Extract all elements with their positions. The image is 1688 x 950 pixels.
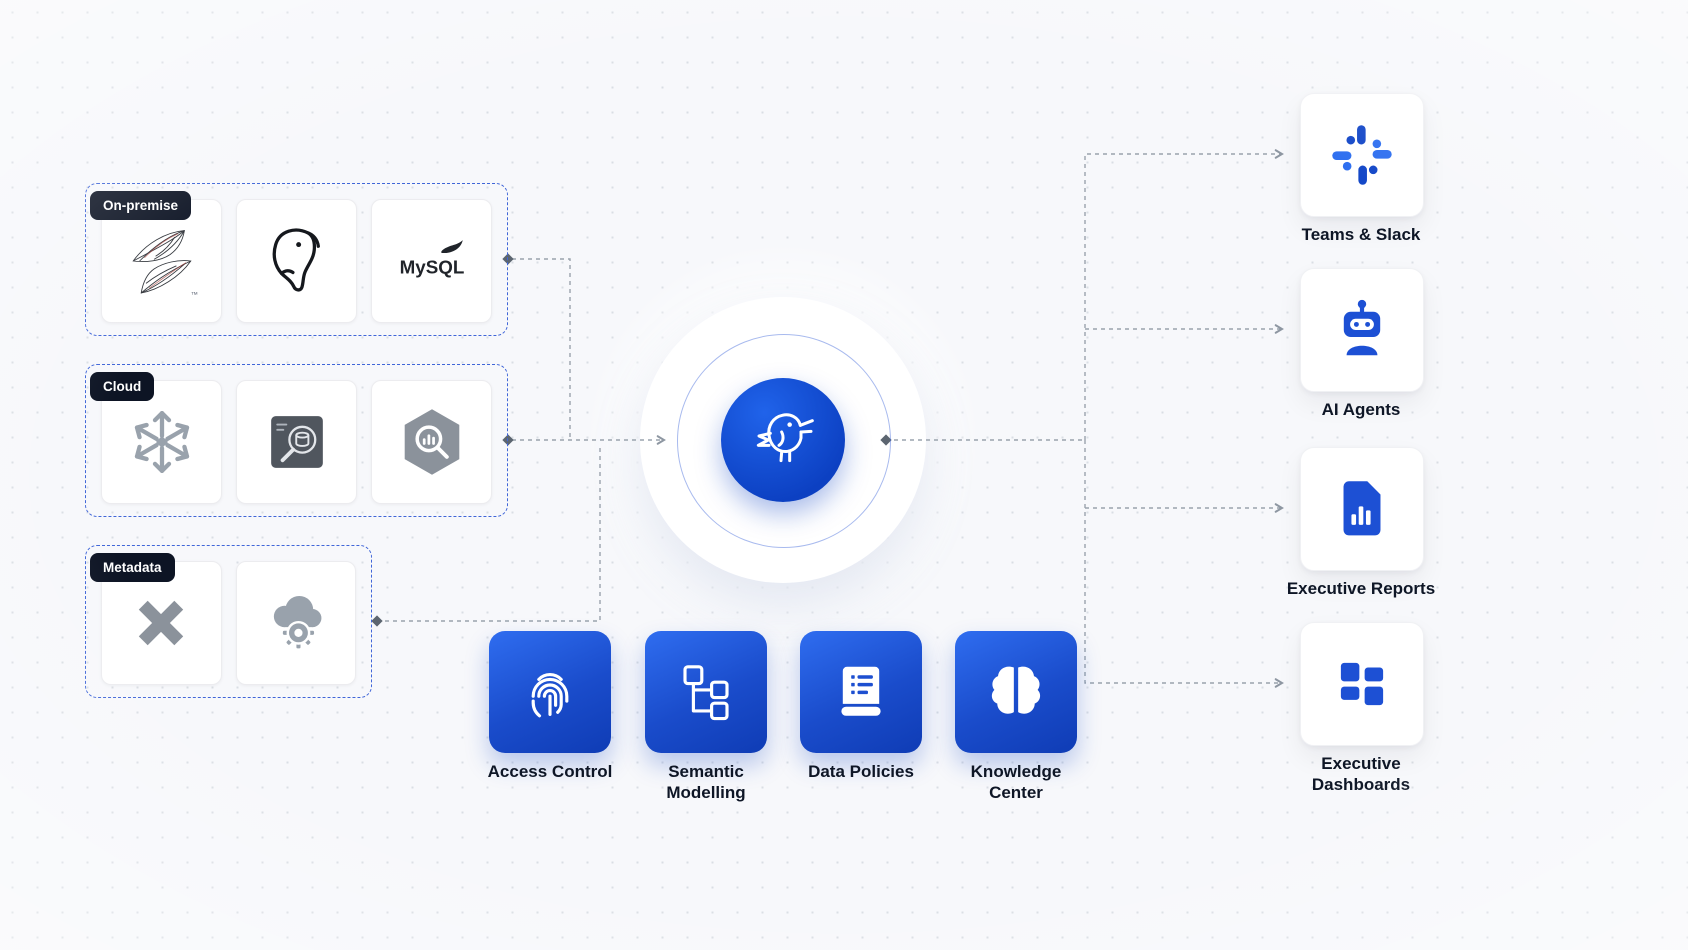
- card-postgresql: [236, 199, 357, 323]
- feature-label-knowledge-center: Knowledge Center: [970, 762, 1062, 802]
- dashboard-grid-icon: [1340, 662, 1384, 706]
- sql-server-icon: ™: [131, 230, 197, 299]
- output-label-executive-dashboards: Executive Dashboards: [1311, 754, 1411, 794]
- feature-card-data-policies: [800, 631, 922, 753]
- output-card-executive-dashboards: [1300, 622, 1424, 746]
- bigquery-icon: [404, 409, 459, 475]
- output-label-teams-slack: Teams & Slack: [1301, 225, 1421, 244]
- card-data-search: [236, 380, 357, 504]
- hierarchy-icon: [683, 665, 729, 721]
- mysql-icon: MySQL: [399, 239, 464, 277]
- cloud-gear-icon: [273, 595, 322, 649]
- feature-label-data-policies: Data Policies: [808, 762, 914, 781]
- group-badge-cloud: Cloud: [90, 372, 155, 401]
- robot-icon: [1343, 299, 1381, 356]
- trademark-text: ™: [190, 290, 197, 299]
- output-label-ai-agents: AI Agents: [1321, 400, 1401, 419]
- policy-scroll-icon: [841, 666, 881, 716]
- card-mysql: MySQL: [371, 199, 492, 323]
- output-card-teams-slack: [1300, 93, 1424, 217]
- card-bigquery: [371, 380, 492, 504]
- group-badge-on-premise: On-premise: [90, 191, 192, 220]
- snowflake-icon: [123, 410, 201, 481]
- feature-card-access-control: [489, 631, 611, 753]
- group-metadata: Metadata: [85, 545, 372, 698]
- connector-onprem: [512, 258, 571, 440]
- feature-label-access-control: Access Control: [487, 762, 613, 781]
- mysql-wordmark: MySQL: [399, 256, 464, 277]
- output-card-ai-agents: [1300, 268, 1424, 392]
- data-search-icon: [270, 416, 323, 468]
- mysql-dolphin: [440, 239, 463, 253]
- fingerprint-icon: [531, 673, 569, 718]
- postgresql-icon: [272, 228, 320, 292]
- bird-logo-icon: [756, 413, 814, 463]
- feature-label-semantic-modelling: Semantic Modelling: [666, 762, 746, 802]
- connector-dashboards: [1084, 440, 1284, 688]
- x-star-icon: [139, 600, 184, 646]
- feature-card-knowledge-center: [955, 631, 1077, 753]
- card-cloud-gear: [235, 561, 356, 685]
- report-chart-icon: [1343, 481, 1381, 536]
- group-badge-metadata: Metadata: [90, 553, 175, 582]
- group-cloud: Cloud: [85, 364, 508, 517]
- output-card-executive-reports: [1300, 447, 1424, 571]
- hub-core: [721, 378, 845, 502]
- slack-icon: [1332, 125, 1392, 185]
- group-on-premise: On-premise ™: [85, 183, 508, 336]
- output-label-executive-reports: Executive Reports: [1286, 579, 1436, 598]
- brain-icon: [991, 666, 1041, 714]
- connector-teams: [1084, 149, 1284, 440]
- feature-card-semantic-modelling: [645, 631, 767, 753]
